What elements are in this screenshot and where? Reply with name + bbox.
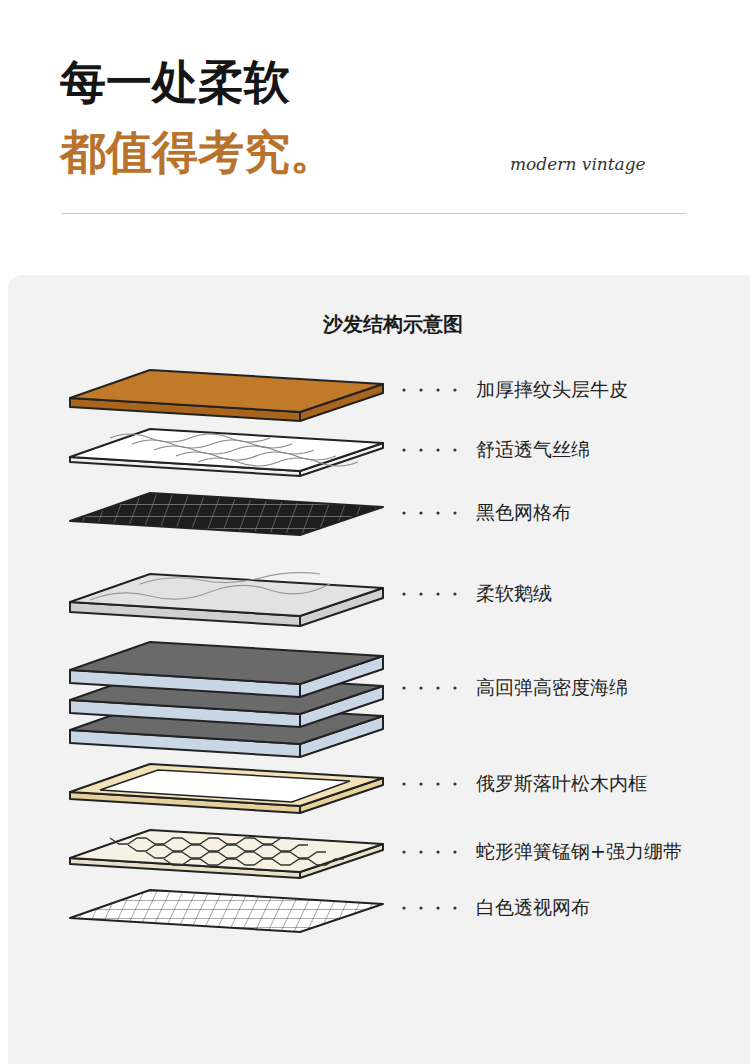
silk-layer (70, 429, 383, 476)
leader-dot (436, 511, 439, 514)
black-grid-layer (70, 493, 383, 535)
slab-top (70, 764, 383, 806)
leader-dot (419, 686, 422, 689)
slab-top (70, 370, 383, 412)
slab-top (70, 642, 383, 684)
layer-label: 高回弹高密度海绵 (476, 675, 628, 701)
spring-layer (70, 830, 383, 878)
leader-dot (419, 388, 422, 391)
leader-dot (402, 592, 405, 595)
leader-dot (402, 511, 405, 514)
leader-dot (453, 448, 456, 451)
down-layer (70, 573, 383, 626)
leather-layer (70, 370, 383, 421)
spring-wire (110, 838, 290, 844)
main-heading: 每一处柔软 (60, 52, 290, 114)
leader-dot (419, 782, 422, 785)
leader-dot (436, 850, 439, 853)
leader-dot (436, 906, 439, 909)
leader-dot (419, 850, 422, 853)
silk-wave (132, 440, 292, 448)
leader-dot (436, 782, 439, 785)
wood-frame-layer (70, 764, 383, 813)
layer-label: 加厚摔纹头层牛皮 (476, 377, 628, 403)
layer-label: 柔软鹅绒 (476, 581, 552, 607)
leader-dot (436, 686, 439, 689)
spring-wire (164, 859, 344, 865)
layer-label: 蛇形弹簧锰钢+强力绷带 (476, 839, 682, 865)
leader-dot (419, 511, 422, 514)
layer-label: 黑色网格布 (476, 500, 571, 526)
leader-dot (419, 448, 422, 451)
leader-dot (402, 906, 405, 909)
leader-dot (402, 782, 405, 785)
down-wave (140, 573, 320, 584)
silk-wave (110, 434, 270, 442)
layer-label: 俄罗斯落叶松木内框 (476, 771, 647, 797)
script-tagline: modern vintage (510, 154, 646, 174)
foam-layer (70, 642, 383, 697)
leader-dot (436, 448, 439, 451)
spring-wire (146, 852, 326, 858)
leader-dot (402, 448, 405, 451)
white-mesh-layer (70, 890, 383, 932)
leader-dot (453, 782, 456, 785)
slab-top (70, 830, 383, 872)
leader-dot (453, 388, 456, 391)
leader-dot (453, 906, 456, 909)
leader-dot (436, 388, 439, 391)
leader-dot (402, 850, 405, 853)
slab-top (70, 429, 383, 471)
silk-wave (176, 452, 336, 460)
diagram-subtitle: 沙发结构示意图 (323, 311, 463, 338)
leader-dot (453, 511, 456, 514)
divider-line (62, 213, 686, 214)
frame-opening (100, 770, 350, 802)
slab-top (70, 493, 383, 535)
layer-label: 白色透视网布 (476, 895, 590, 921)
leader-dot (453, 686, 456, 689)
silk-wave (154, 446, 314, 454)
leader-dot (436, 592, 439, 595)
sub-heading: 都值得考究。 (60, 122, 336, 184)
slab-top (70, 890, 383, 932)
slab-top (70, 574, 383, 616)
leader-dot (402, 686, 405, 689)
leader-dot (453, 850, 456, 853)
leader-dot (453, 592, 456, 595)
down-wave (90, 584, 330, 600)
leader-dot (402, 388, 405, 391)
silk-wave (198, 458, 358, 466)
layer-label: 舒适透气丝绵 (476, 437, 590, 463)
leader-dot (419, 906, 422, 909)
spring-wire (128, 845, 308, 851)
leader-dot (419, 592, 422, 595)
